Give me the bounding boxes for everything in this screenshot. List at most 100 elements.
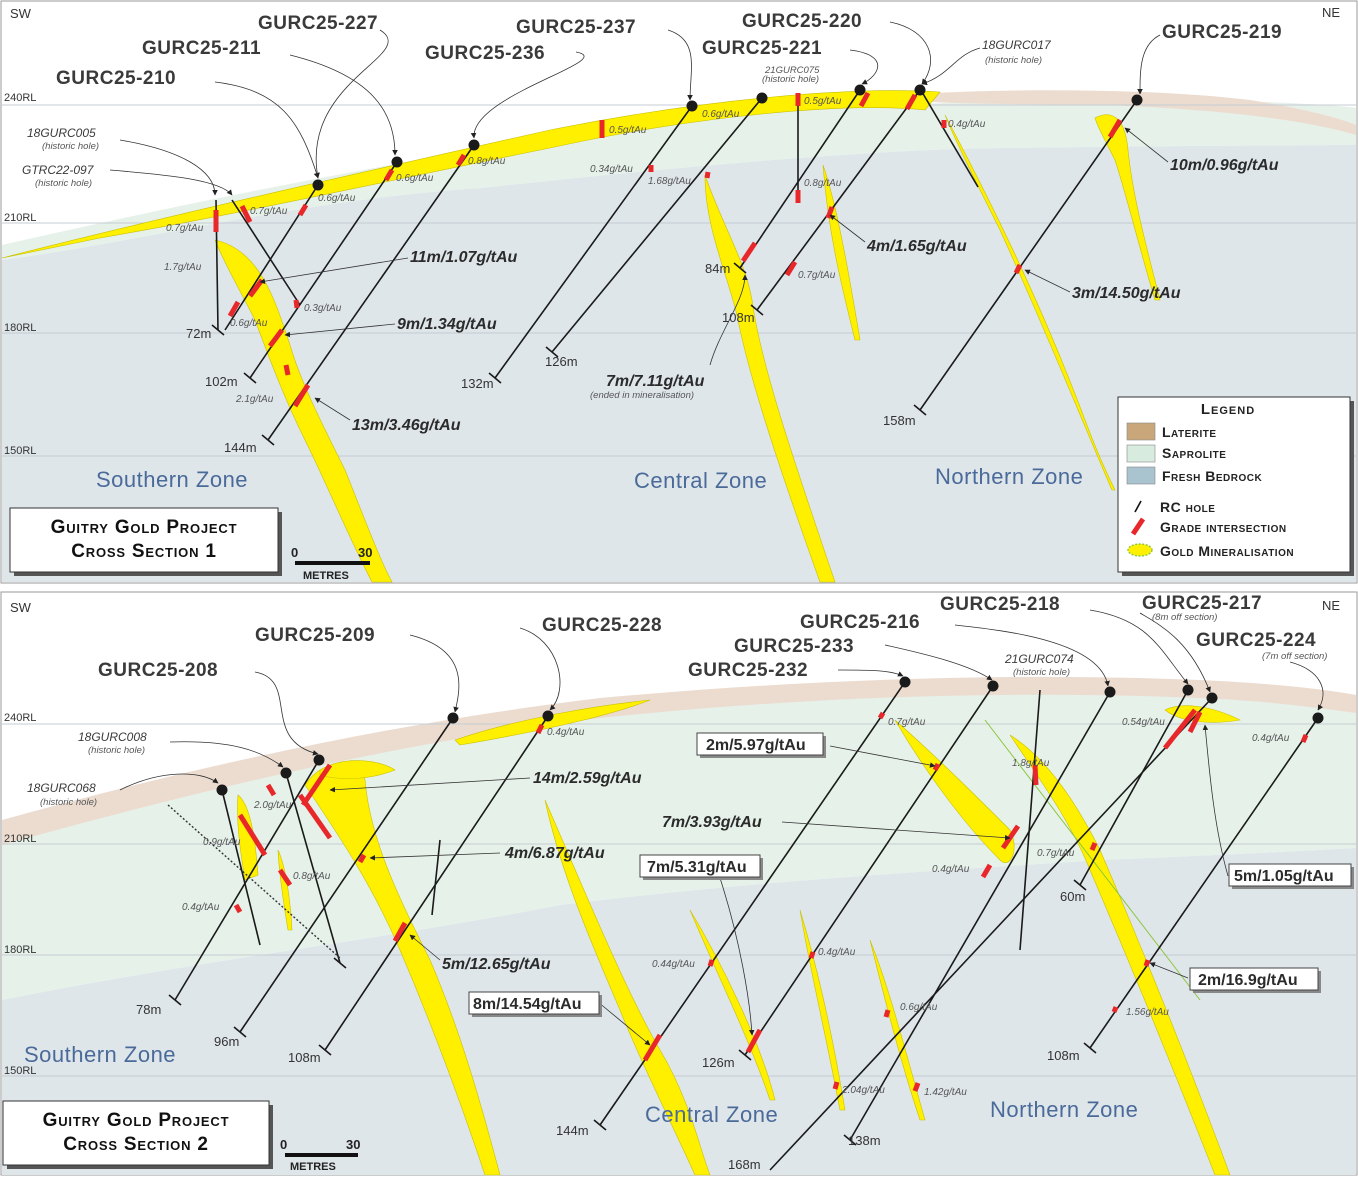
s1-grade-label: 0.7g/tAu <box>798 270 836 281</box>
legend-mineralisation-icon <box>1127 543 1153 557</box>
s1-grade-label: 0.6g/tAu <box>396 173 434 184</box>
s1-hole-label: GURC25-211 <box>142 38 261 59</box>
s1-title-line1: Guitry Gold Project <box>51 517 238 538</box>
s2-rl-180: 180RL <box>4 944 36 956</box>
s2-grade-label: 0.44g/tAu <box>652 959 695 970</box>
s1-grade-label: 0.5g/tAu <box>804 96 842 107</box>
s2-scale-max: 30 <box>346 1137 360 1152</box>
s1-zone-northern: Northern Zone <box>935 464 1083 489</box>
s1-grade-label: 2.1g/tAu <box>235 394 274 405</box>
s1-collars <box>312 84 1143 191</box>
s1-lode-northern-a <box>944 114 1116 491</box>
s2-rl-210: 210RL <box>4 833 36 845</box>
s1-saprolite <box>2 99 1356 260</box>
s1-depth-label: 102m <box>205 374 238 389</box>
s2-intercept-label: 2m/5.97g/tAu <box>706 737 806 754</box>
s2-collars <box>216 676 1324 796</box>
s2-zone-northern: Northern Zone <box>990 1097 1138 1122</box>
s2-lode-northern-top <box>1164 705 1241 723</box>
s2-title-line2: Cross Section 2 <box>63 1134 208 1155</box>
s2-grade-label: 0.4g/tAu <box>1252 733 1290 744</box>
s2-rl-150: 150RL <box>4 1065 36 1077</box>
s1-grade-label: 0.7g/tAu <box>250 206 288 217</box>
s2-grade-label: 0.9g/tAu <box>203 837 241 848</box>
s2-dir-right: NE <box>1322 598 1340 613</box>
s1-grade-label: 0.5g/tAu <box>609 125 647 136</box>
s2-grade-label: 0.6g/tAu <box>900 1002 938 1013</box>
s2-grade-label: 0.4g/tAu <box>547 727 585 738</box>
s1-hole-label: GURC25-236 <box>425 43 545 64</box>
s1-historic-hole-label: 21GURC075 <box>764 65 820 76</box>
s2-lode-thin <box>984 719 1201 1001</box>
s2-grade-label: 1.42g/tAu <box>924 1087 967 1098</box>
s1-grade-label: 0.8g/tAu <box>804 178 842 189</box>
s2-hole-label: GURC25-218 <box>940 594 1060 615</box>
legend-laterite: Laterite <box>1162 424 1217 440</box>
s1-callout-leaders <box>109 21 1169 421</box>
s1-intercept-label: 7m/7.11g/tAu <box>606 373 705 390</box>
legend-intersection: Grade intersection <box>1160 519 1287 535</box>
s1-hole-label: GURC25-237 <box>516 17 636 38</box>
s2-intercept-label: 7m/3.93g/tAu <box>662 814 762 831</box>
s2-lode-surface-a <box>454 699 651 746</box>
s2-depth-label: 108m <box>288 1050 321 1065</box>
s1-intercept-label: 4m/1.65g/tAu <box>866 238 967 255</box>
s2-hole-label: GURC25-209 <box>255 625 375 646</box>
s2-lode-northern-a <box>869 939 926 1121</box>
s1-rl-180: 180RL <box>4 322 36 334</box>
s2-boxed-intercept: 8m/14.54g/tAu <box>468 991 602 1017</box>
s2-drill-holes <box>174 681 1319 1171</box>
s1-intercept-label: 10m/0.96g/tAu <box>1170 157 1279 174</box>
s1-title-line2: Cross Section 1 <box>71 541 216 562</box>
s1-grade-label: 0.6g/tAu <box>230 318 268 329</box>
s1-dir-right: NE <box>1322 5 1340 20</box>
s1-rl-150: 150RL <box>4 445 36 457</box>
s1-zone-southern: Southern Zone <box>96 467 248 492</box>
legend-swatch-saprolite <box>1126 444 1156 463</box>
s2-grade-intersections <box>233 708 1309 1092</box>
s2-boxed-intercept: 7m/5.31g/tAu <box>639 854 763 880</box>
s1-drill-holes <box>215 89 1138 441</box>
s2-historic-hole-label: 18GURC008 <box>78 730 147 744</box>
s1-grade-label: 0.6g/tAu <box>318 193 356 204</box>
s1-grade-label: 0.6g/tAu <box>702 109 740 120</box>
s1-depth-label: 158m <box>883 413 916 428</box>
s2-intercept-label: 2m/16.9g/tAu <box>1198 972 1298 989</box>
s1-scale-zero: 0 <box>291 545 298 560</box>
s2-grade-label: 0.4g/tAu <box>182 902 220 913</box>
s1-scale-max: 30 <box>358 545 372 560</box>
s2-historic-hole-label: 21GURC074 <box>1004 652 1074 666</box>
s2-lode-southern-main <box>304 763 501 1176</box>
s2-historic-hole-label: 18GURC068 <box>27 781 96 795</box>
s2-depth-label: 126m <box>702 1055 735 1070</box>
s2-boxed-intercept: 2m/16.9g/tAu <box>1189 967 1321 993</box>
s2-intercept-label: 4m/6.87g/tAu <box>504 845 605 862</box>
s2-hole-label: GURC25-208 <box>98 660 218 681</box>
s1-intercept-label: 11m/1.07g/tAu <box>410 249 518 266</box>
s2-zone-southern: Southern Zone <box>24 1042 176 1067</box>
s1-hole-label: GURC25-220 <box>742 11 862 32</box>
s2-hole-label: GURC25-233 <box>734 636 854 657</box>
s2-depth-label: 60m <box>1060 889 1085 904</box>
s1-historic-hole-note: (historic hole) <box>762 74 819 85</box>
s2-depth-label: 168m <box>728 1157 761 1172</box>
s2-callout-leaders <box>119 609 1324 1046</box>
legend: Legend Laterite Saprolite Fresh Bedrock … <box>1117 396 1354 576</box>
s1-intercept-label: 3m/14.50g/tAu <box>1072 285 1181 302</box>
s1-grade-label: 0.4g/tAu <box>948 119 986 130</box>
legend-swatch-laterite <box>1126 422 1156 441</box>
s2-title-line1: Guitry Gold Project <box>43 1110 230 1131</box>
legend-swatch-bedrock <box>1126 466 1156 485</box>
s1-lode-southern <box>214 239 393 583</box>
s1-intercept-note: (ended in mineralisation) <box>590 390 694 401</box>
s1-historic-hole-label: 18GURC005 <box>27 126 96 140</box>
legend-rc-hole: RC hole <box>1160 499 1215 515</box>
s2-grade-label: 0.54g/tAu <box>1122 717 1165 728</box>
legend-saprolite: Saprolite <box>1162 445 1226 461</box>
s1-depth-label: 132m <box>461 376 494 391</box>
s2-intercept-label: 7m/5.31g/tAu <box>647 859 747 876</box>
s2-lode-central-c <box>799 909 846 1111</box>
s2-hole-label: GURC25-216 <box>800 612 920 633</box>
s2-intercept-label: 5m/12.65g/tAu <box>442 956 551 973</box>
